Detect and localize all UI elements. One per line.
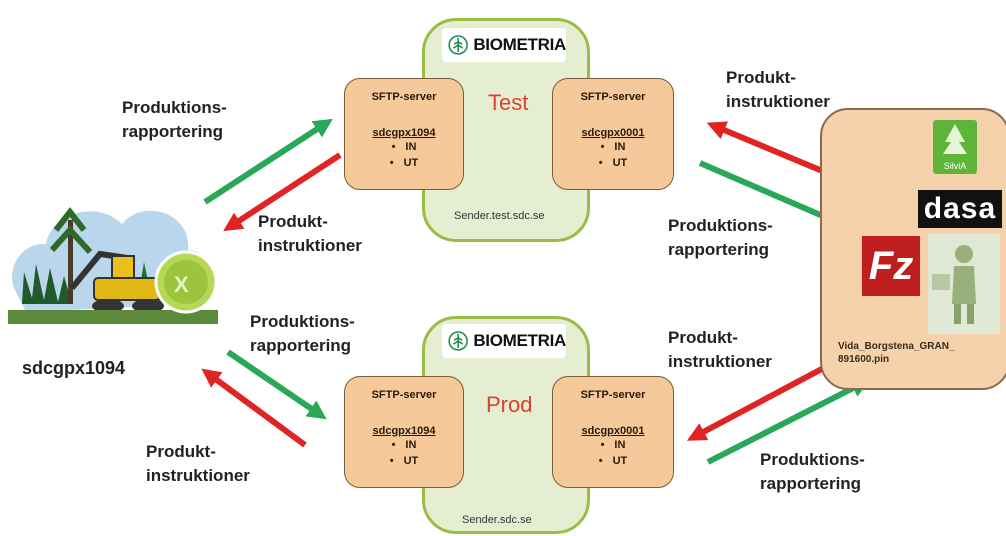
server-host: sdcgpx1094 xyxy=(372,127,436,139)
label-instruction-left-test: Produkt- instruktioner xyxy=(258,212,362,255)
server-host: sdcgpx0001 xyxy=(581,127,645,139)
label-instruction-right-prod: Produkt- instruktioner xyxy=(668,328,772,371)
server-host: sdcgpx1094 xyxy=(372,425,436,437)
environment-domain-test: Sender.test.sdc.se xyxy=(454,210,545,222)
biometria-leaf-icon xyxy=(448,331,468,351)
label-report-left-test: Produktions- rapportering xyxy=(122,98,227,141)
environment-name-test: Test xyxy=(488,90,529,115)
report-arrow-right-prod xyxy=(706,379,871,465)
sftp-server-prod-right: SFTP-server sdcgpx0001 IN UT xyxy=(552,376,674,488)
server-title: SFTP-server xyxy=(580,389,646,401)
folder-ut: UT xyxy=(553,155,673,171)
sftp-server-prod-left: SFTP-server sdcgpx1094 IN UT xyxy=(344,376,464,488)
folder-in: IN xyxy=(553,437,673,453)
server-title: SFTP-server xyxy=(580,91,646,103)
environment-name-prod: Prod xyxy=(486,392,533,417)
environment-domain-prod: Sender.sdc.se xyxy=(462,514,532,526)
biometria-logo-text: BIOMETRIA xyxy=(473,331,566,350)
filezilla-logo: Fz xyxy=(862,236,920,296)
folder-in: IN xyxy=(345,139,463,155)
sftp-server-test-left: SFTP-server sdcgpx1094 IN UT xyxy=(344,78,464,190)
server-host: sdcgpx0001 xyxy=(581,425,645,437)
report-arrow-left-prod xyxy=(226,349,327,420)
label-instruction-right-test: Produkt- instruktioner xyxy=(726,68,830,111)
client-name-left: sdcgpx1094 xyxy=(22,358,126,378)
server-title: SFTP-server xyxy=(371,91,437,103)
folder-ut: UT xyxy=(345,155,463,171)
file-name: Vida_Borgstena_GRAN_ 891600.pin xyxy=(838,341,955,365)
server-title: SFTP-server xyxy=(371,389,437,401)
label-instruction-left-prod: Produkt- instruktioner xyxy=(146,442,250,485)
folder-ut: UT xyxy=(553,453,673,469)
silvia-logo-text: SilviA xyxy=(943,161,967,171)
label-report-right-prod: Produktions- rapportering xyxy=(760,450,865,493)
label-report-left-prod: Produktions- rapportering xyxy=(250,312,355,355)
tree-icon xyxy=(943,124,967,154)
silvia-logo: SilviA xyxy=(933,120,977,174)
biometria-logo-test: BIOMETRIA xyxy=(442,28,566,62)
instruction-arrow-left-prod xyxy=(201,368,307,448)
report-arrow-left-test xyxy=(203,118,333,205)
svg-text:X: X xyxy=(174,272,189,297)
computer-user-icon xyxy=(928,234,1000,334)
biometria-leaf-icon xyxy=(448,35,468,55)
folder-in: IN xyxy=(553,139,673,155)
label-report-right-test: Produktions- rapportering xyxy=(668,216,773,259)
dasa-logo: dasa xyxy=(918,190,1002,228)
sftp-server-test-right: SFTP-server sdcgpx0001 IN UT xyxy=(552,78,674,190)
biometria-logo-text: BIOMETRIA xyxy=(473,35,566,54)
biometria-logo-prod: BIOMETRIA xyxy=(442,324,566,358)
harvester-illustration: X xyxy=(8,207,218,324)
instruction-arrow-left-test xyxy=(223,152,342,232)
folder-in: IN xyxy=(345,437,463,453)
folder-ut: UT xyxy=(345,453,463,469)
